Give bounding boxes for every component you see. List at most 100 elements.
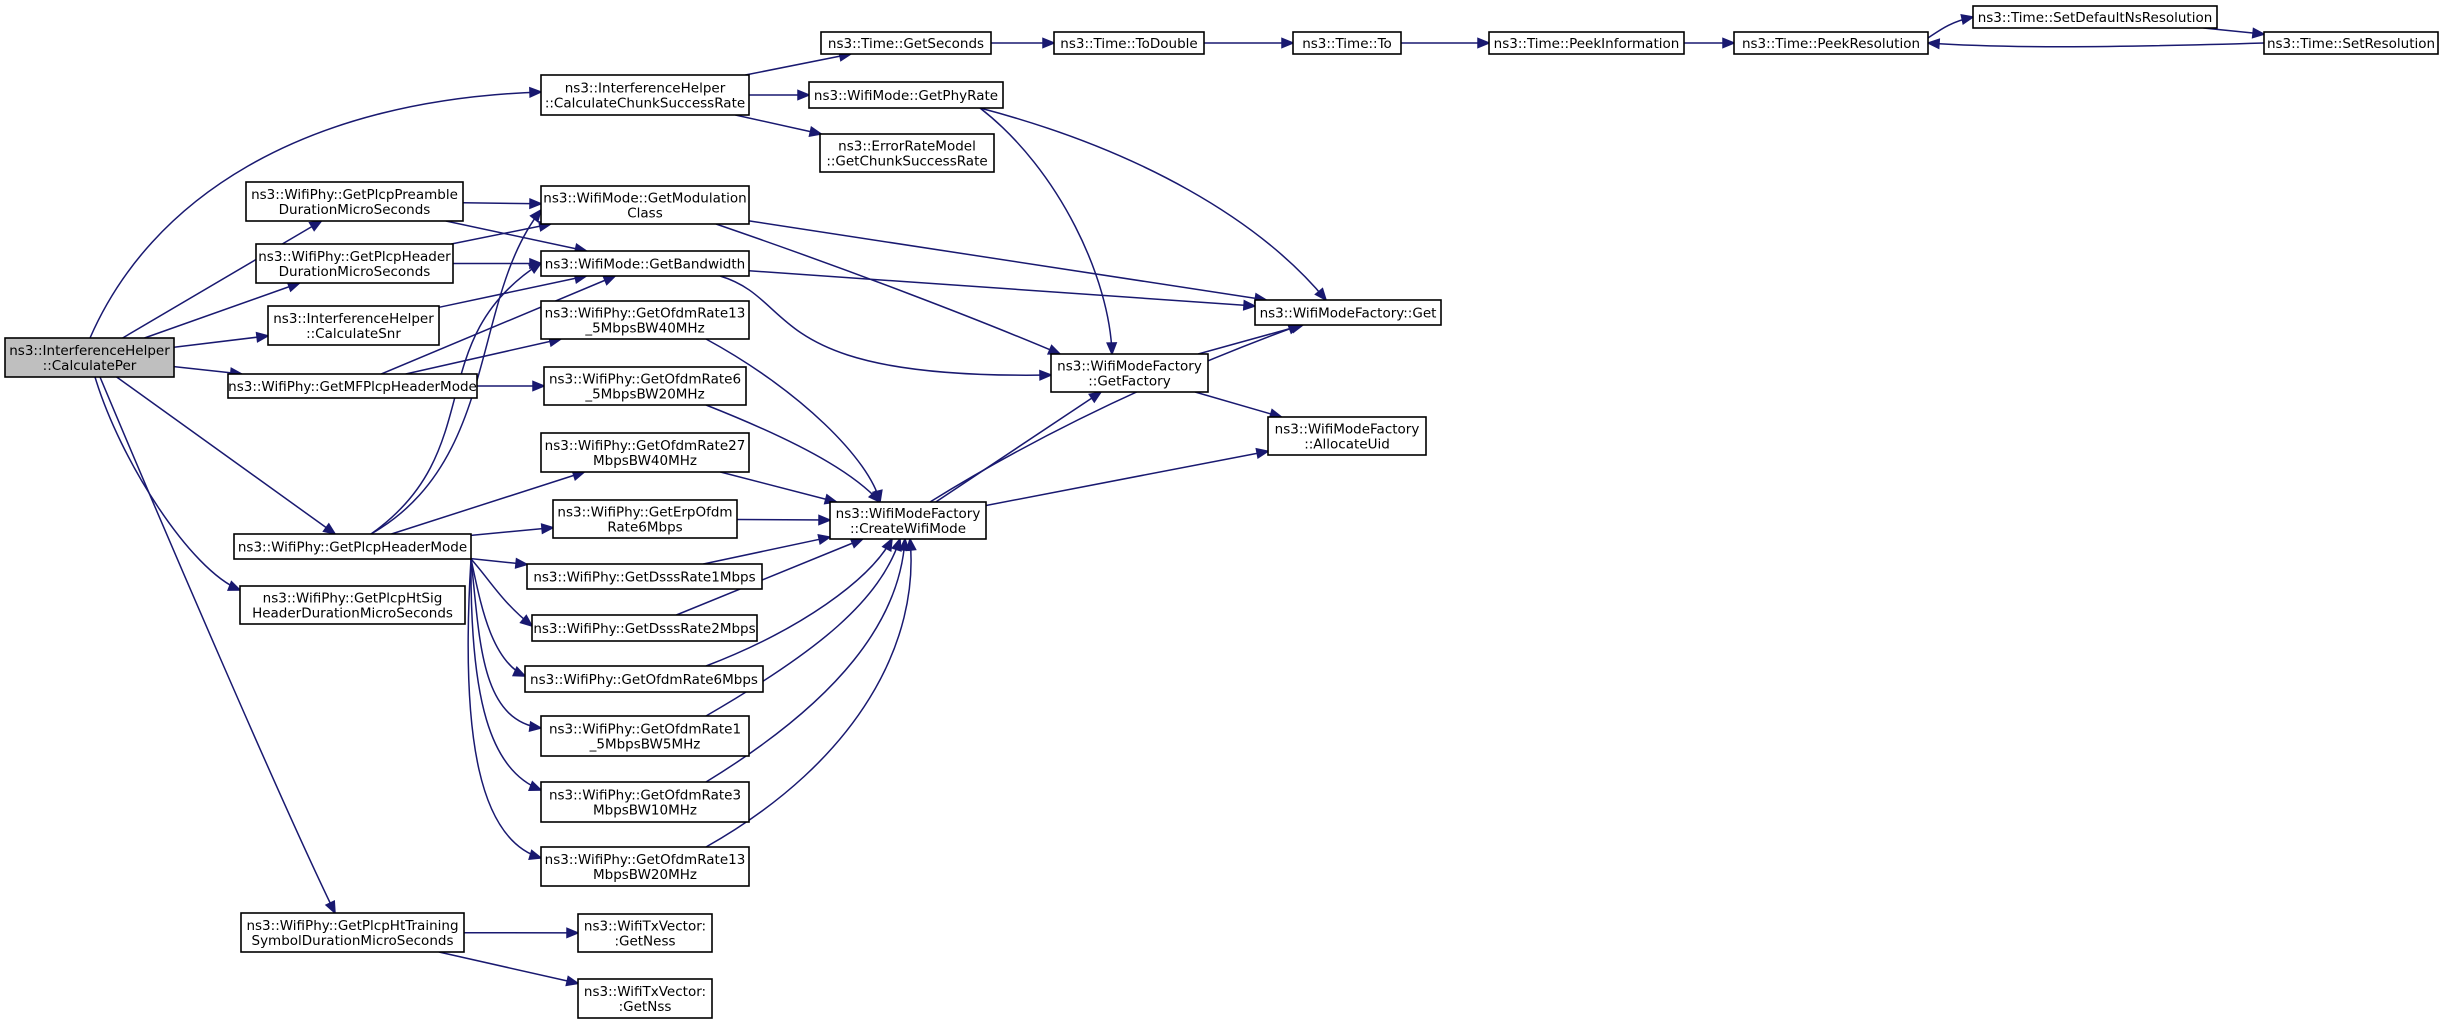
node-nss-label-1: :GetNss <box>619 999 672 1015</box>
node-getFactory[interactable]: ns3::WifiModeFactory::GetFactory <box>1050 353 1209 393</box>
edge-root-to-htSig-arrowhead <box>227 580 242 591</box>
node-getSeconds[interactable]: ns3::Time::GetSeconds <box>820 31 992 55</box>
node-toDouble[interactable]: ns3::Time::ToDouble <box>1053 31 1205 55</box>
node-getPhyRate[interactable]: ns3::WifiMode::GetPhyRate <box>808 81 1004 109</box>
edge-root-to-snr-line <box>173 335 269 349</box>
edge-ofdm3_10-to-createMode-arrowhead <box>898 537 910 552</box>
node-ofdm13_40[interactable]: ns3::WifiPhy::GetOfdmRate13_5MbpsBW40MHz <box>540 300 750 340</box>
edge-ofdm6-to-createMode-arrowhead <box>881 537 893 553</box>
node-bandwidth-box <box>540 250 750 277</box>
node-ofdm6-box <box>524 665 764 693</box>
edge-hdrMode-to-ofdm13_20 <box>467 558 543 861</box>
node-snr[interactable]: ns3::InterferenceHelper::CalculateSnr <box>267 305 440 346</box>
edge-root-to-chunk-line <box>89 91 542 339</box>
edge-root-to-hdrMode-arrowhead <box>322 522 337 536</box>
node-bandwidth[interactable]: ns3::WifiMode::GetBandwidth <box>540 250 750 277</box>
edge-to-to-peekInfo-arrowhead <box>1477 37 1491 49</box>
node-root-label-1: ::CalculatePer <box>43 358 137 374</box>
node-ofdm13_40-box <box>540 300 750 340</box>
node-htSig[interactable]: ns3::WifiPhy::GetPlcpHtSigHeaderDuration… <box>239 585 466 625</box>
edge-getFactory-to-allocUid-line <box>1194 391 1282 418</box>
node-createMode-box <box>829 501 987 540</box>
edge-modClass-to-factoryGet <box>748 220 1269 304</box>
edge-ofdm1_5-to-createMode-arrowhead <box>891 537 902 552</box>
node-dsss1-label-0: ns3::WifiPhy::GetDsssRate1Mbps <box>533 570 755 586</box>
edge-hdrMode-to-ofdm13_20-arrowhead <box>528 849 543 861</box>
edge-htTrain-to-nss <box>438 951 580 987</box>
node-mfHdr-label-0: ns3::WifiPhy::GetMFPlcpHeaderMode <box>228 379 477 395</box>
edge-getPhyRate-to-getFactory <box>979 107 1118 356</box>
edge-getPhyRate-to-factoryGet-line <box>979 107 1327 301</box>
node-ofdm13_40-label-1: _5MbpsBW40MHz <box>584 321 704 337</box>
node-hdrMode-box <box>233 533 472 560</box>
edge-createMode-to-allocUid-arrowhead <box>1255 447 1270 459</box>
node-root[interactable]: ns3::InterferenceHelper::CalculatePer <box>4 337 175 378</box>
node-allocUid[interactable]: ns3::WifiModeFactory::AllocateUid <box>1267 416 1427 456</box>
node-allocUid-label-1: ::AllocateUid <box>1304 437 1390 453</box>
node-hdrDur-label-0: ns3::WifiPhy::GetPlcpHeader <box>258 249 451 265</box>
edge-chunk-to-getSeconds-line <box>745 53 851 76</box>
edge-bandwidth-to-getFactory-line <box>719 275 1052 376</box>
edge-setRes-to-peekRes <box>1926 38 2265 50</box>
node-dsss1[interactable]: ns3::WifiPhy::GetDsssRate1Mbps <box>526 563 763 590</box>
node-modClass-label-1: Class <box>627 206 663 222</box>
node-bandwidth-label-0: ns3::WifiMode::GetBandwidth <box>545 257 745 273</box>
node-preamble[interactable]: ns3::WifiPhy::GetPlcpPreambleDurationMic… <box>245 181 464 222</box>
edge-setRes-to-peekRes-arrowhead <box>1926 38 1941 50</box>
edge-toDouble-to-to-arrowhead <box>1281 37 1295 49</box>
node-dsss2-box <box>531 614 758 642</box>
node-setDefault[interactable]: ns3::Time::SetDefaultNsResolution <box>1972 5 2218 29</box>
node-mfHdr[interactable]: ns3::WifiPhy::GetMFPlcpHeaderMode <box>227 373 478 399</box>
node-root-box <box>4 337 175 378</box>
node-ofdm6_20[interactable]: ns3::WifiPhy::GetOfdmRate6_5MbpsBW20MHz <box>543 366 747 406</box>
node-allocUid-label-0: ns3::WifiModeFactory <box>1275 422 1420 438</box>
node-setRes[interactable]: ns3::Time::SetResolution <box>2263 31 2439 55</box>
node-factoryGet[interactable]: ns3::WifiModeFactory::Get <box>1254 299 1442 326</box>
node-to[interactable]: ns3::Time::To <box>1292 31 1402 55</box>
edge-root-to-snr-arrowhead <box>255 331 270 343</box>
node-chunk[interactable]: ns3::InterferenceHelper::CalculateChunkS… <box>540 74 750 116</box>
node-peekRes[interactable]: ns3::Time::PeekResolution <box>1733 31 1929 55</box>
edge-bandwidth-to-getFactory-arrowhead <box>1039 369 1053 381</box>
node-htTrain-label-1: SymbolDurationMicroSeconds <box>252 933 454 949</box>
edge-root-to-htSig <box>94 376 242 591</box>
node-ofdm1_5[interactable]: ns3::WifiPhy::GetOfdmRate1_5MbpsBW5MHz <box>540 715 750 757</box>
node-createMode[interactable]: ns3::WifiModeFactory::CreateWifiMode <box>829 501 987 540</box>
node-ofdm6[interactable]: ns3::WifiPhy::GetOfdmRate6Mbps <box>524 665 764 693</box>
edge-hdrMode-to-ofdm3_10-arrowhead <box>528 780 543 791</box>
edge-root-to-htTrain-arrowhead <box>324 899 336 915</box>
edge-htTrain-to-ness-arrowhead <box>566 927 580 939</box>
node-peekRes-label-0: ns3::Time::PeekResolution <box>1742 36 1920 52</box>
node-errModel-label-0: ns3::ErrorRateModel <box>838 139 976 155</box>
node-ofdm3_10-label-1: MbpsBW10MHz <box>593 803 697 819</box>
edge-getSeconds-to-toDouble-arrowhead <box>1042 37 1056 49</box>
node-ofdm6_20-label-0: ns3::WifiPhy::GetOfdmRate6 <box>549 372 741 388</box>
edge-root-to-chunk <box>89 86 543 339</box>
edge-ofdm27_40-to-createMode <box>720 471 839 505</box>
edge-hdrMode-to-modClass-arrowhead <box>529 208 543 223</box>
node-hdrDur[interactable]: ns3::WifiPhy::GetPlcpHeaderDurationMicro… <box>255 243 454 284</box>
node-chunk-label-0: ns3::InterferenceHelper <box>565 81 726 97</box>
node-peekInfo[interactable]: ns3::Time::PeekInformation <box>1488 31 1685 55</box>
node-htTrain[interactable]: ns3::WifiPhy::GetPlcpHtTrainingSymbolDur… <box>240 912 465 953</box>
edge-peekRes-to-setDefault-arrowhead <box>1960 14 1975 25</box>
node-ness[interactable]: ns3::WifiTxVector::GetNess <box>577 913 713 953</box>
node-errModel[interactable]: ns3::ErrorRateModel::GetChunkSuccessRate <box>819 133 995 173</box>
edge-createMode-to-allocUid <box>985 447 1270 507</box>
node-hdrMode[interactable]: ns3::WifiPhy::GetPlcpHeaderMode <box>233 533 472 560</box>
edge-hdrMode-to-ofdm6-line <box>470 558 526 677</box>
edge-createMode-to-factoryGet-line <box>929 324 1301 503</box>
node-snr-label-1: ::CalculateSnr <box>306 326 401 342</box>
node-dsss2[interactable]: ns3::WifiPhy::GetDsssRate2Mbps <box>531 614 758 642</box>
node-preamble-box <box>245 181 464 222</box>
node-nss[interactable]: ns3::WifiTxVector::GetNss <box>577 978 713 1019</box>
edge-hdrMode-to-erp6 <box>470 523 555 537</box>
edge-ofdm3_10-to-createMode-line <box>705 538 906 783</box>
edge-chunk-to-getPhyRate <box>749 89 811 101</box>
